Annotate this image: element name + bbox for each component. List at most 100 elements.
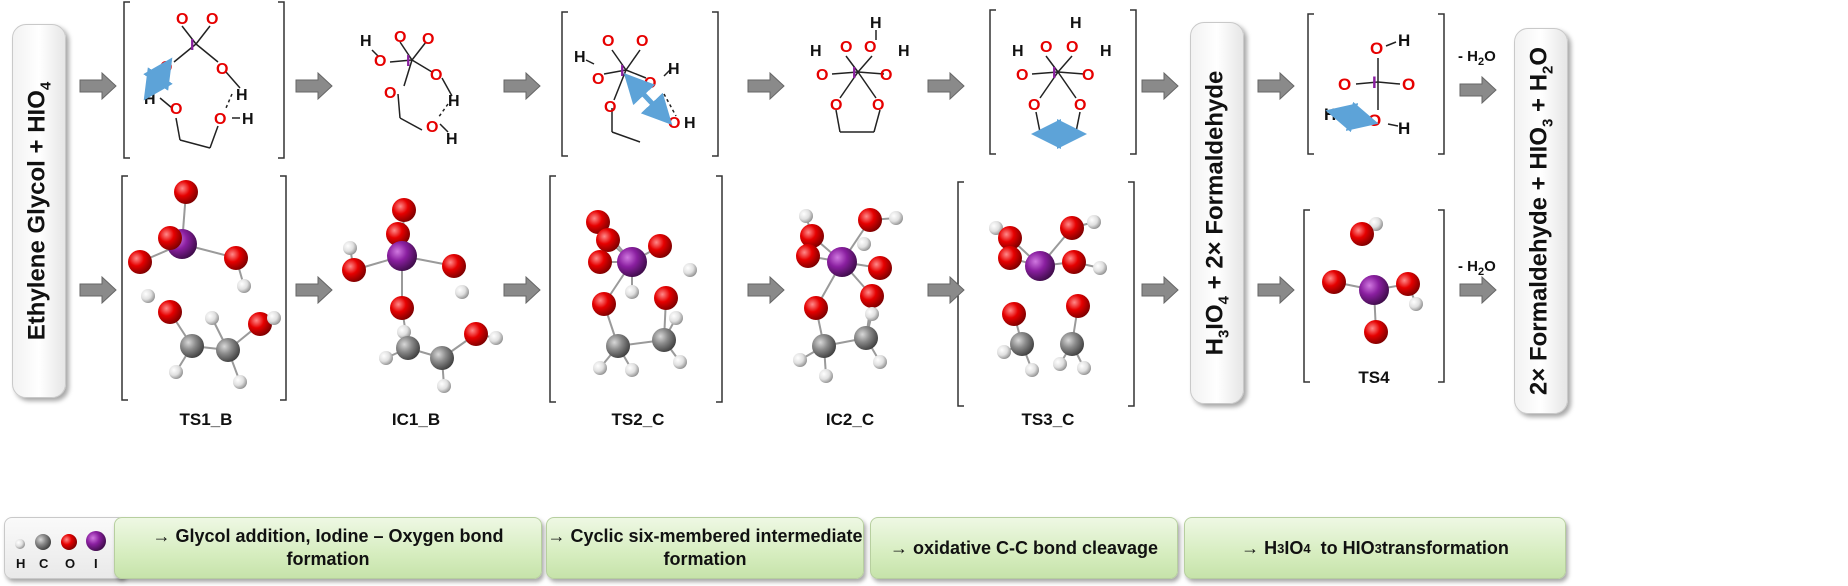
hydrogen-atom bbox=[819, 369, 833, 383]
hydrogen-atom bbox=[437, 379, 451, 393]
svg-text:H: H bbox=[446, 131, 458, 148]
reaction-arrow bbox=[927, 71, 965, 101]
ts3c-3d-model bbox=[989, 215, 1107, 377]
hydrogen-atom bbox=[865, 307, 879, 321]
reaction-arrow bbox=[79, 275, 117, 305]
hydrogen-atom bbox=[989, 221, 1003, 235]
svg-text:H: H bbox=[1324, 105, 1336, 124]
species-label-ic2c: IC2_C bbox=[825, 410, 875, 429]
species-label-ts4: TS4 bbox=[1358, 368, 1390, 387]
hydrogen-atom bbox=[793, 353, 807, 367]
hydrogen-atom bbox=[489, 331, 503, 345]
reaction-arrow bbox=[927, 275, 965, 305]
bracket-ts2c-top bbox=[561, 11, 719, 157]
hydrogen-atom bbox=[1409, 297, 1423, 311]
ts2c-3d-model bbox=[586, 210, 697, 377]
svg-text:O: O bbox=[604, 99, 616, 116]
reactants-box: Ethylene Glycol + HIO4 bbox=[12, 24, 66, 398]
carbon-atom bbox=[1010, 332, 1034, 356]
hydrogen-atom bbox=[233, 375, 247, 389]
final-products-box: 2× Formaldehyde + HIO3 + H2O bbox=[1514, 28, 1568, 414]
oxygen-atom bbox=[796, 244, 820, 268]
svg-text:O: O bbox=[602, 33, 614, 50]
oxygen-atom-icon bbox=[61, 534, 77, 550]
svg-text:H: H bbox=[1070, 15, 1082, 32]
hydrogen-atom bbox=[889, 211, 903, 225]
carbon-atom bbox=[606, 334, 630, 358]
oxygen-atom bbox=[174, 180, 198, 204]
step-cc-cleavage: → oxidative C-C bond cleavage bbox=[870, 517, 1178, 579]
svg-text:H: H bbox=[668, 61, 680, 78]
bracket-hio4-top bbox=[1307, 13, 1445, 155]
svg-text:I: I bbox=[1052, 65, 1056, 82]
species-label-ts1b: TS1_B bbox=[179, 410, 233, 429]
svg-text:O: O bbox=[214, 111, 226, 128]
carbon-atom bbox=[1060, 332, 1084, 356]
step-glycol-addition: → Glycol addition, Iodine – Oxygen bond … bbox=[114, 517, 542, 579]
carbon-atom-icon bbox=[35, 534, 51, 550]
oxygen-atom bbox=[248, 312, 272, 336]
oxygen-atom bbox=[868, 256, 892, 280]
hydrogen-atom bbox=[669, 311, 683, 325]
hydrogen-atom bbox=[379, 351, 393, 365]
hydrogen-atom-icon bbox=[15, 539, 25, 549]
legend-atoms bbox=[15, 531, 106, 551]
iodine-atom bbox=[1359, 275, 1389, 305]
carbon-atom bbox=[652, 328, 676, 352]
water-loss-bottom: - H2O bbox=[1458, 258, 1496, 278]
atom-legend: H C O I bbox=[4, 517, 126, 579]
svg-text:H: H bbox=[144, 91, 156, 108]
svg-text:O: O bbox=[176, 11, 188, 28]
bracket-ts1b-top bbox=[123, 1, 285, 159]
svg-text:O: O bbox=[1040, 39, 1052, 56]
svg-text:H: H bbox=[574, 49, 586, 66]
svg-text:O: O bbox=[394, 29, 406, 46]
hydrogen-atom bbox=[1369, 217, 1383, 231]
svg-text:O: O bbox=[1082, 67, 1094, 84]
bracket-ts3c-bottom bbox=[957, 181, 1135, 407]
carbon-atom bbox=[812, 334, 836, 358]
reaction-arrow bbox=[1459, 275, 1497, 305]
intermediate-products-box: H3IO4 + 2× Formaldehyde bbox=[1190, 22, 1244, 404]
oxygen-atom bbox=[654, 286, 678, 310]
reaction-arrow bbox=[503, 275, 541, 305]
hydrogen-atom bbox=[397, 325, 411, 339]
carbon-atom bbox=[430, 346, 454, 370]
svg-text:O: O bbox=[592, 71, 604, 88]
svg-text:O: O bbox=[636, 33, 648, 50]
ts4-3d-model bbox=[1322, 217, 1423, 344]
oxygen-atom bbox=[464, 322, 488, 346]
iodine-atom bbox=[387, 241, 417, 271]
carbon-atom bbox=[396, 336, 420, 360]
oxygen-atom bbox=[224, 246, 248, 270]
bracket-ts4-bottom bbox=[1303, 209, 1445, 383]
svg-text:O: O bbox=[1402, 75, 1415, 94]
svg-text:I: I bbox=[852, 65, 856, 82]
oxygen-atom bbox=[998, 246, 1022, 270]
svg-text:I: I bbox=[1372, 73, 1377, 92]
oxygen-atom bbox=[1002, 302, 1026, 326]
hydrogen-atom bbox=[205, 311, 219, 325]
oxygen-atom bbox=[386, 222, 410, 246]
svg-text:O: O bbox=[216, 61, 228, 78]
hydrogen-atom bbox=[799, 209, 813, 223]
bracket-ts1b-bottom bbox=[121, 175, 287, 401]
oxygen-atom bbox=[858, 208, 882, 232]
water-loss-top: - H2O bbox=[1458, 48, 1496, 68]
hydrogen-atom bbox=[625, 363, 639, 377]
svg-text:O: O bbox=[668, 115, 680, 132]
oxygen-atom bbox=[1322, 270, 1346, 294]
hydrogen-atom bbox=[683, 263, 697, 277]
ts1b-3d-model bbox=[128, 180, 281, 389]
iodine-atom bbox=[827, 247, 857, 277]
oxygen-atom bbox=[1060, 216, 1084, 240]
oxygen-atom bbox=[648, 234, 672, 258]
oxygen-atom bbox=[1396, 272, 1420, 296]
bracket-ts2c-bottom bbox=[549, 175, 723, 403]
reaction-arrow bbox=[747, 71, 785, 101]
